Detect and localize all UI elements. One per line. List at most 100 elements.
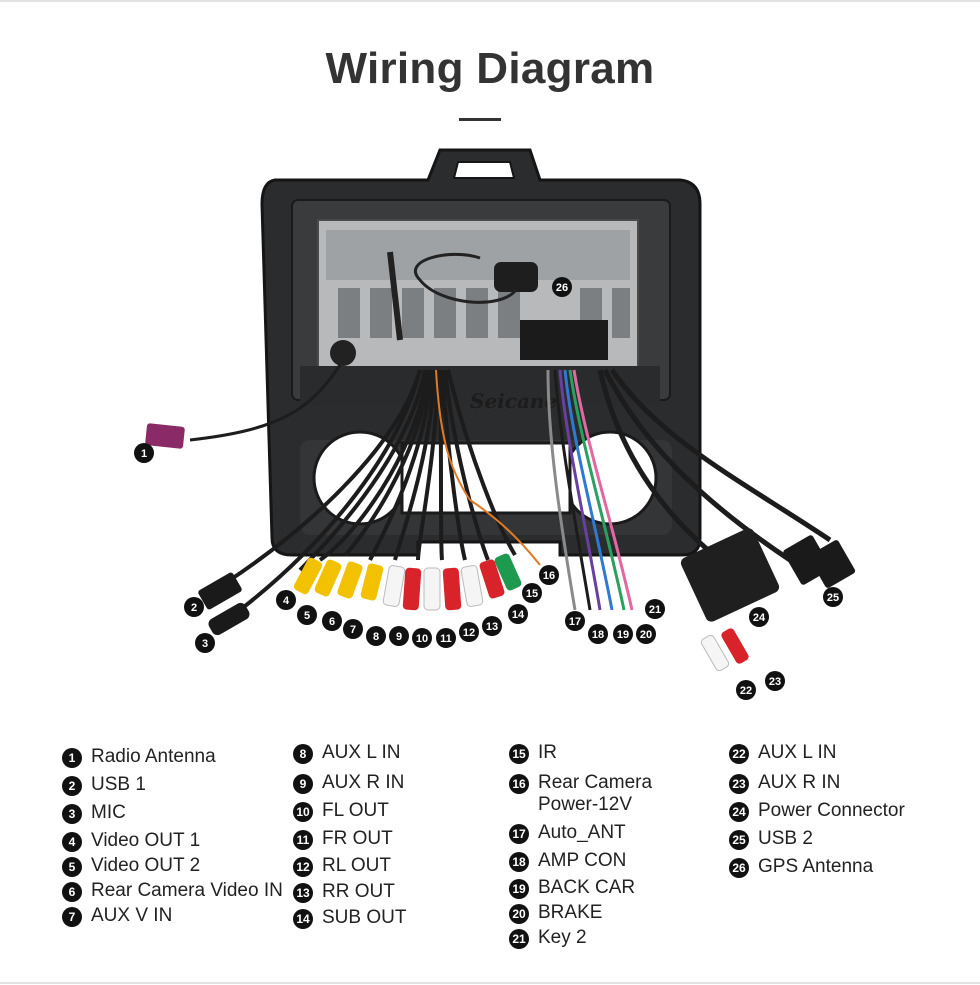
number-badge: 16	[509, 774, 529, 794]
wiring-diagram: Seicane	[0, 140, 980, 720]
number-badge: 20	[509, 904, 529, 924]
callout-4: 4	[276, 590, 296, 610]
legend-label: IR	[538, 742, 557, 763]
right-wire-bundle	[597, 368, 832, 563]
number-badge: 14	[293, 909, 313, 929]
legend-label: USB 2	[758, 828, 813, 849]
legend-label: Auto_ANT	[538, 822, 626, 843]
number-badge: 6	[62, 882, 82, 902]
legend-label: Rear Camera Power-12V	[538, 772, 653, 815]
number-badge: 17	[509, 824, 529, 844]
bottom-divider	[0, 982, 980, 984]
callout-badges: 1 2 3 4 5 6 7 8 9 10 11 12 13 14 15 16 1…	[134, 277, 843, 700]
legend-item: 14 SUB OUT	[293, 907, 406, 929]
callout-13: 13	[482, 616, 502, 636]
legend-item: 19 BACK CAR	[509, 877, 652, 899]
svg-text:17: 17	[569, 616, 581, 628]
legend-item: 10 FL OUT	[293, 800, 406, 822]
colored-harness-wires	[546, 369, 634, 611]
legend-label: Power Connector	[758, 800, 905, 821]
rca-plugs	[293, 553, 749, 672]
svg-text:13: 13	[486, 621, 498, 633]
callout-16: 16	[539, 565, 559, 585]
callout-6: 6	[322, 611, 342, 631]
svg-text:24: 24	[753, 612, 766, 624]
callout-26: 26	[552, 277, 572, 297]
legend-label: BRAKE	[538, 902, 603, 923]
callout-1: 1	[134, 443, 154, 463]
legend-item: 3 MIC	[62, 802, 283, 824]
page-title: Wiring Diagram	[325, 44, 655, 93]
number-badge: 11	[293, 830, 313, 850]
callout-3: 3	[195, 633, 215, 653]
legend-item: 17 Auto_ANT	[509, 822, 652, 844]
gps-antenna	[387, 251, 538, 341]
number-badge: 21	[509, 929, 529, 949]
legend-item: 16 Rear Camera Power-12V	[509, 772, 652, 816]
number-badge: 26	[729, 858, 749, 878]
wiring-diagram-svg: Seicane	[134, 148, 856, 700]
svg-text:23: 23	[769, 676, 781, 688]
legend-item: 26 GPS Antenna	[729, 856, 905, 878]
legend-label: Radio Antenna	[91, 746, 216, 767]
legend-label: FL OUT	[322, 800, 389, 821]
legend-label: BACK CAR	[538, 877, 636, 898]
number-badge: 3	[62, 804, 82, 824]
legend-item: 22 AUX L IN	[729, 742, 905, 764]
number-badge: 15	[509, 744, 529, 764]
legend-label: MIC	[91, 802, 126, 823]
title-underline	[459, 118, 501, 121]
number-badge: 22	[729, 744, 749, 764]
svg-text:22: 22	[740, 685, 752, 697]
svg-text:10: 10	[416, 633, 428, 645]
callout-9: 9	[389, 626, 409, 646]
svg-text:20: 20	[640, 629, 652, 641]
number-badge: 25	[729, 830, 749, 850]
number-badge: 23	[729, 774, 749, 794]
top-divider	[0, 0, 980, 2]
callout-23: 23	[765, 671, 785, 691]
legend-label: Video OUT 2	[91, 855, 201, 876]
number-badge: 5	[62, 857, 82, 877]
number-badge: 10	[293, 802, 313, 822]
number-badge: 24	[729, 802, 749, 822]
number-badge: 19	[509, 879, 529, 899]
legend-label: AUX L IN	[322, 742, 401, 763]
left-wire-bundle	[228, 369, 517, 612]
usb-and-mic-connectors	[198, 535, 856, 636]
legend-item: 25 USB 2	[729, 828, 905, 850]
callout-11: 11	[436, 628, 456, 648]
callout-18: 18	[588, 624, 608, 644]
legend-label: USB 1	[91, 774, 146, 795]
callout-22: 22	[736, 680, 756, 700]
watermark-text: Seicane	[470, 389, 557, 413]
svg-text:21: 21	[649, 604, 661, 616]
callout-5: 5	[297, 605, 317, 625]
radio-chassis: Seicane	[300, 219, 660, 413]
legend-label: AUX L IN	[758, 742, 837, 763]
legend-label: AUX V IN	[91, 905, 173, 926]
svg-text:26: 26	[556, 282, 568, 294]
legend-label: SUB OUT	[322, 907, 407, 928]
svg-text:25: 25	[827, 592, 839, 604]
callout-10: 10	[412, 628, 432, 648]
svg-text:11: 11	[440, 633, 452, 645]
legend-label: RR OUT	[322, 881, 395, 902]
legend-label: RL OUT	[322, 855, 391, 876]
svg-text:6: 6	[329, 616, 335, 628]
callout-7: 7	[343, 619, 363, 639]
legend-label: GPS Antenna	[758, 856, 874, 877]
number-badge: 9	[293, 774, 313, 794]
